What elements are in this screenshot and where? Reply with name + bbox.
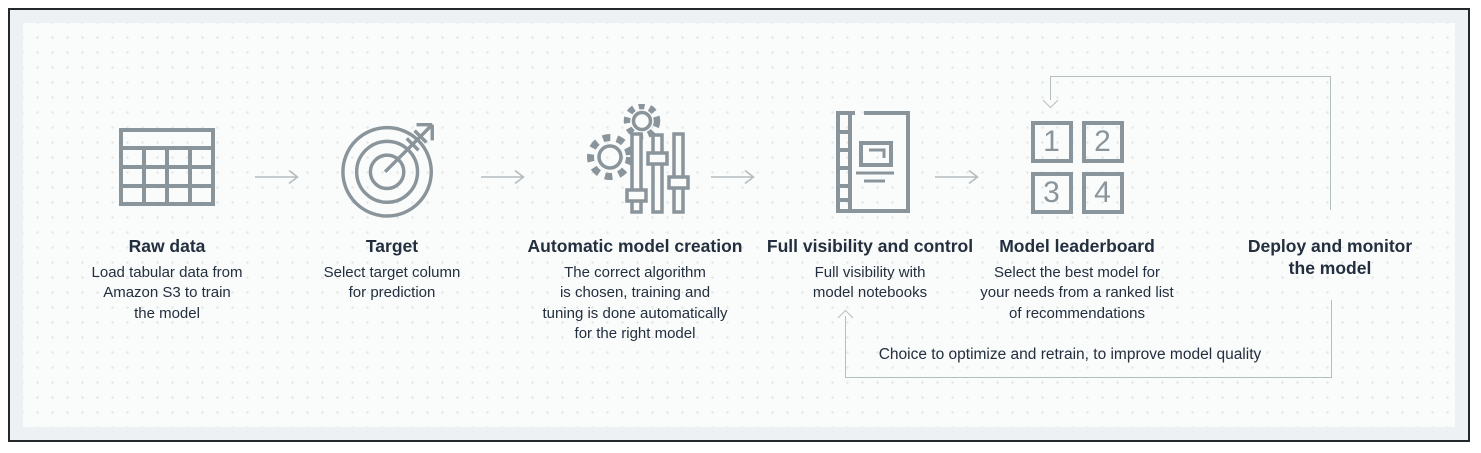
leaderboard-cell-1: 1 bbox=[1030, 121, 1073, 163]
arrow-right-icon bbox=[711, 169, 755, 185]
step-title: Model leaderboard bbox=[999, 236, 1155, 256]
retrain-caption: Choice to optimize and retrain, to impro… bbox=[878, 346, 1262, 363]
leaderboard-return-connector-stub bbox=[1050, 76, 1051, 100]
step-automatic-model-creation: Automatic model creation The correct alg… bbox=[515, 102, 755, 344]
leaderboard-grid-icon: 1 2 3 4 bbox=[1030, 121, 1124, 214]
step-title: Target bbox=[365, 236, 419, 256]
arrow-right-icon bbox=[935, 169, 979, 185]
retrain-loop-connector-stub bbox=[845, 316, 846, 377]
arrow-right-icon bbox=[255, 169, 299, 185]
target-icon bbox=[341, 122, 434, 218]
leaderboard-cell-2: 2 bbox=[1081, 121, 1124, 163]
gears-sliders-icon bbox=[587, 104, 690, 214]
step-target: Target Select target column for predicti… bbox=[287, 102, 497, 304]
arrow-right-icon bbox=[481, 169, 525, 185]
step-title: Raw data bbox=[128, 236, 206, 256]
step-description: Select target column for prediction bbox=[323, 263, 461, 302]
step-title: Automatic model creation bbox=[527, 236, 743, 256]
step-raw-data: Raw data Load tabular data from Amazon S… bbox=[62, 102, 272, 324]
table-icon bbox=[119, 128, 215, 206]
step-deploy-and-monitor: Deploy and monitor the model bbox=[1222, 102, 1438, 280]
notebook-icon bbox=[836, 111, 910, 213]
step-title: Full visibility and control bbox=[766, 236, 974, 256]
step-description: The correct algorithm is chosen, trainin… bbox=[542, 263, 728, 343]
leaderboard-return-connector bbox=[1050, 76, 1331, 210]
dot-background bbox=[23, 23, 1455, 427]
step-model-leaderboard: 1 2 3 4 Model leaderboard Select the bes… bbox=[967, 102, 1187, 324]
step-full-visibility-and-control: Full visibility and control Full visibil… bbox=[752, 102, 988, 304]
step-description: Full visibility with model notebooks bbox=[812, 263, 928, 302]
step-title: Deploy and monitor the model bbox=[1247, 236, 1413, 278]
step-description: Load tabular data from Amazon S3 to trai… bbox=[91, 263, 243, 322]
page-frame bbox=[8, 8, 1470, 442]
leaderboard-cell-3: 3 bbox=[1030, 172, 1073, 214]
retrain-loop-connector bbox=[845, 300, 1332, 378]
leaderboard-cell-4: 4 bbox=[1081, 172, 1124, 214]
step-description: Select the best model for your needs fro… bbox=[980, 263, 1174, 322]
